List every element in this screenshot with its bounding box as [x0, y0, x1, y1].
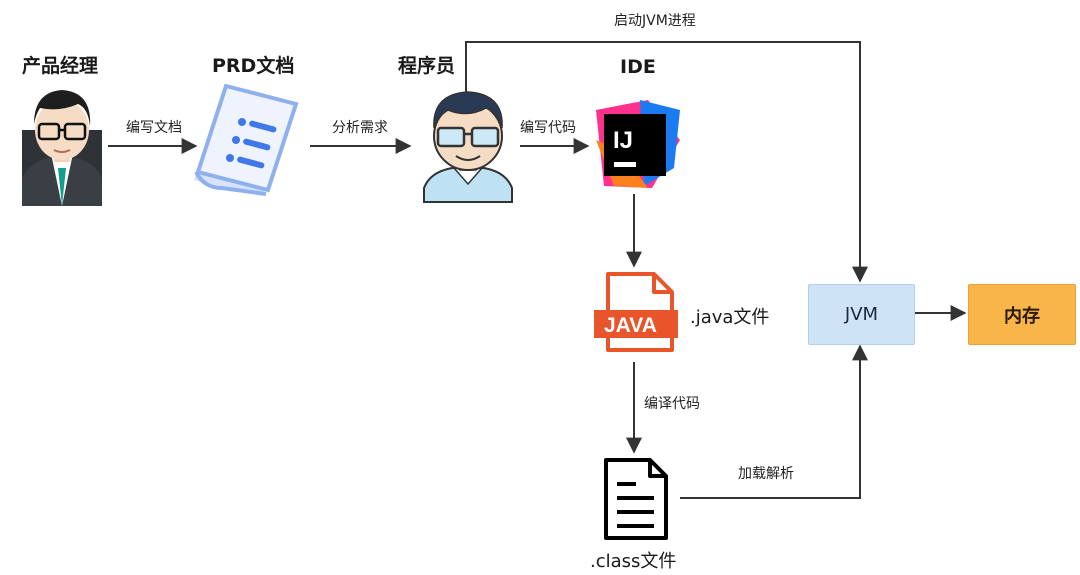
ide-label: IDE	[620, 56, 656, 78]
edge-label-start-jvm: 启动JVM进程	[614, 13, 696, 29]
memory-box: 内存	[968, 284, 1076, 345]
programmer-label: 程序员	[398, 55, 456, 77]
memory-box-label: 内存	[1004, 305, 1040, 327]
jvm-box: JVM	[808, 284, 915, 345]
java-file-label: .java文件	[690, 307, 770, 328]
product-manager-label: 产品经理	[22, 55, 99, 77]
edge-label-compile-code: 编译代码	[644, 396, 700, 412]
jvm-box-label: JVM	[844, 304, 879, 325]
edge-label-write-code: 编写代码	[520, 120, 576, 136]
edge-label-analyze-req: 分析需求	[332, 120, 388, 136]
prd-document-label: PRD文档	[212, 55, 295, 77]
arrow-class-to-jvm	[680, 344, 868, 499]
arrow-programmer-to-jvm	[465, 41, 868, 283]
edge-label-load-parse: 加载解析	[738, 466, 794, 482]
java-badge-text: JAVA	[604, 314, 657, 337]
class-file-label: .class文件	[590, 551, 677, 572]
edge-label-write-doc: 编写文档	[126, 120, 182, 136]
intellij-logo-text: IJ	[613, 127, 633, 154]
